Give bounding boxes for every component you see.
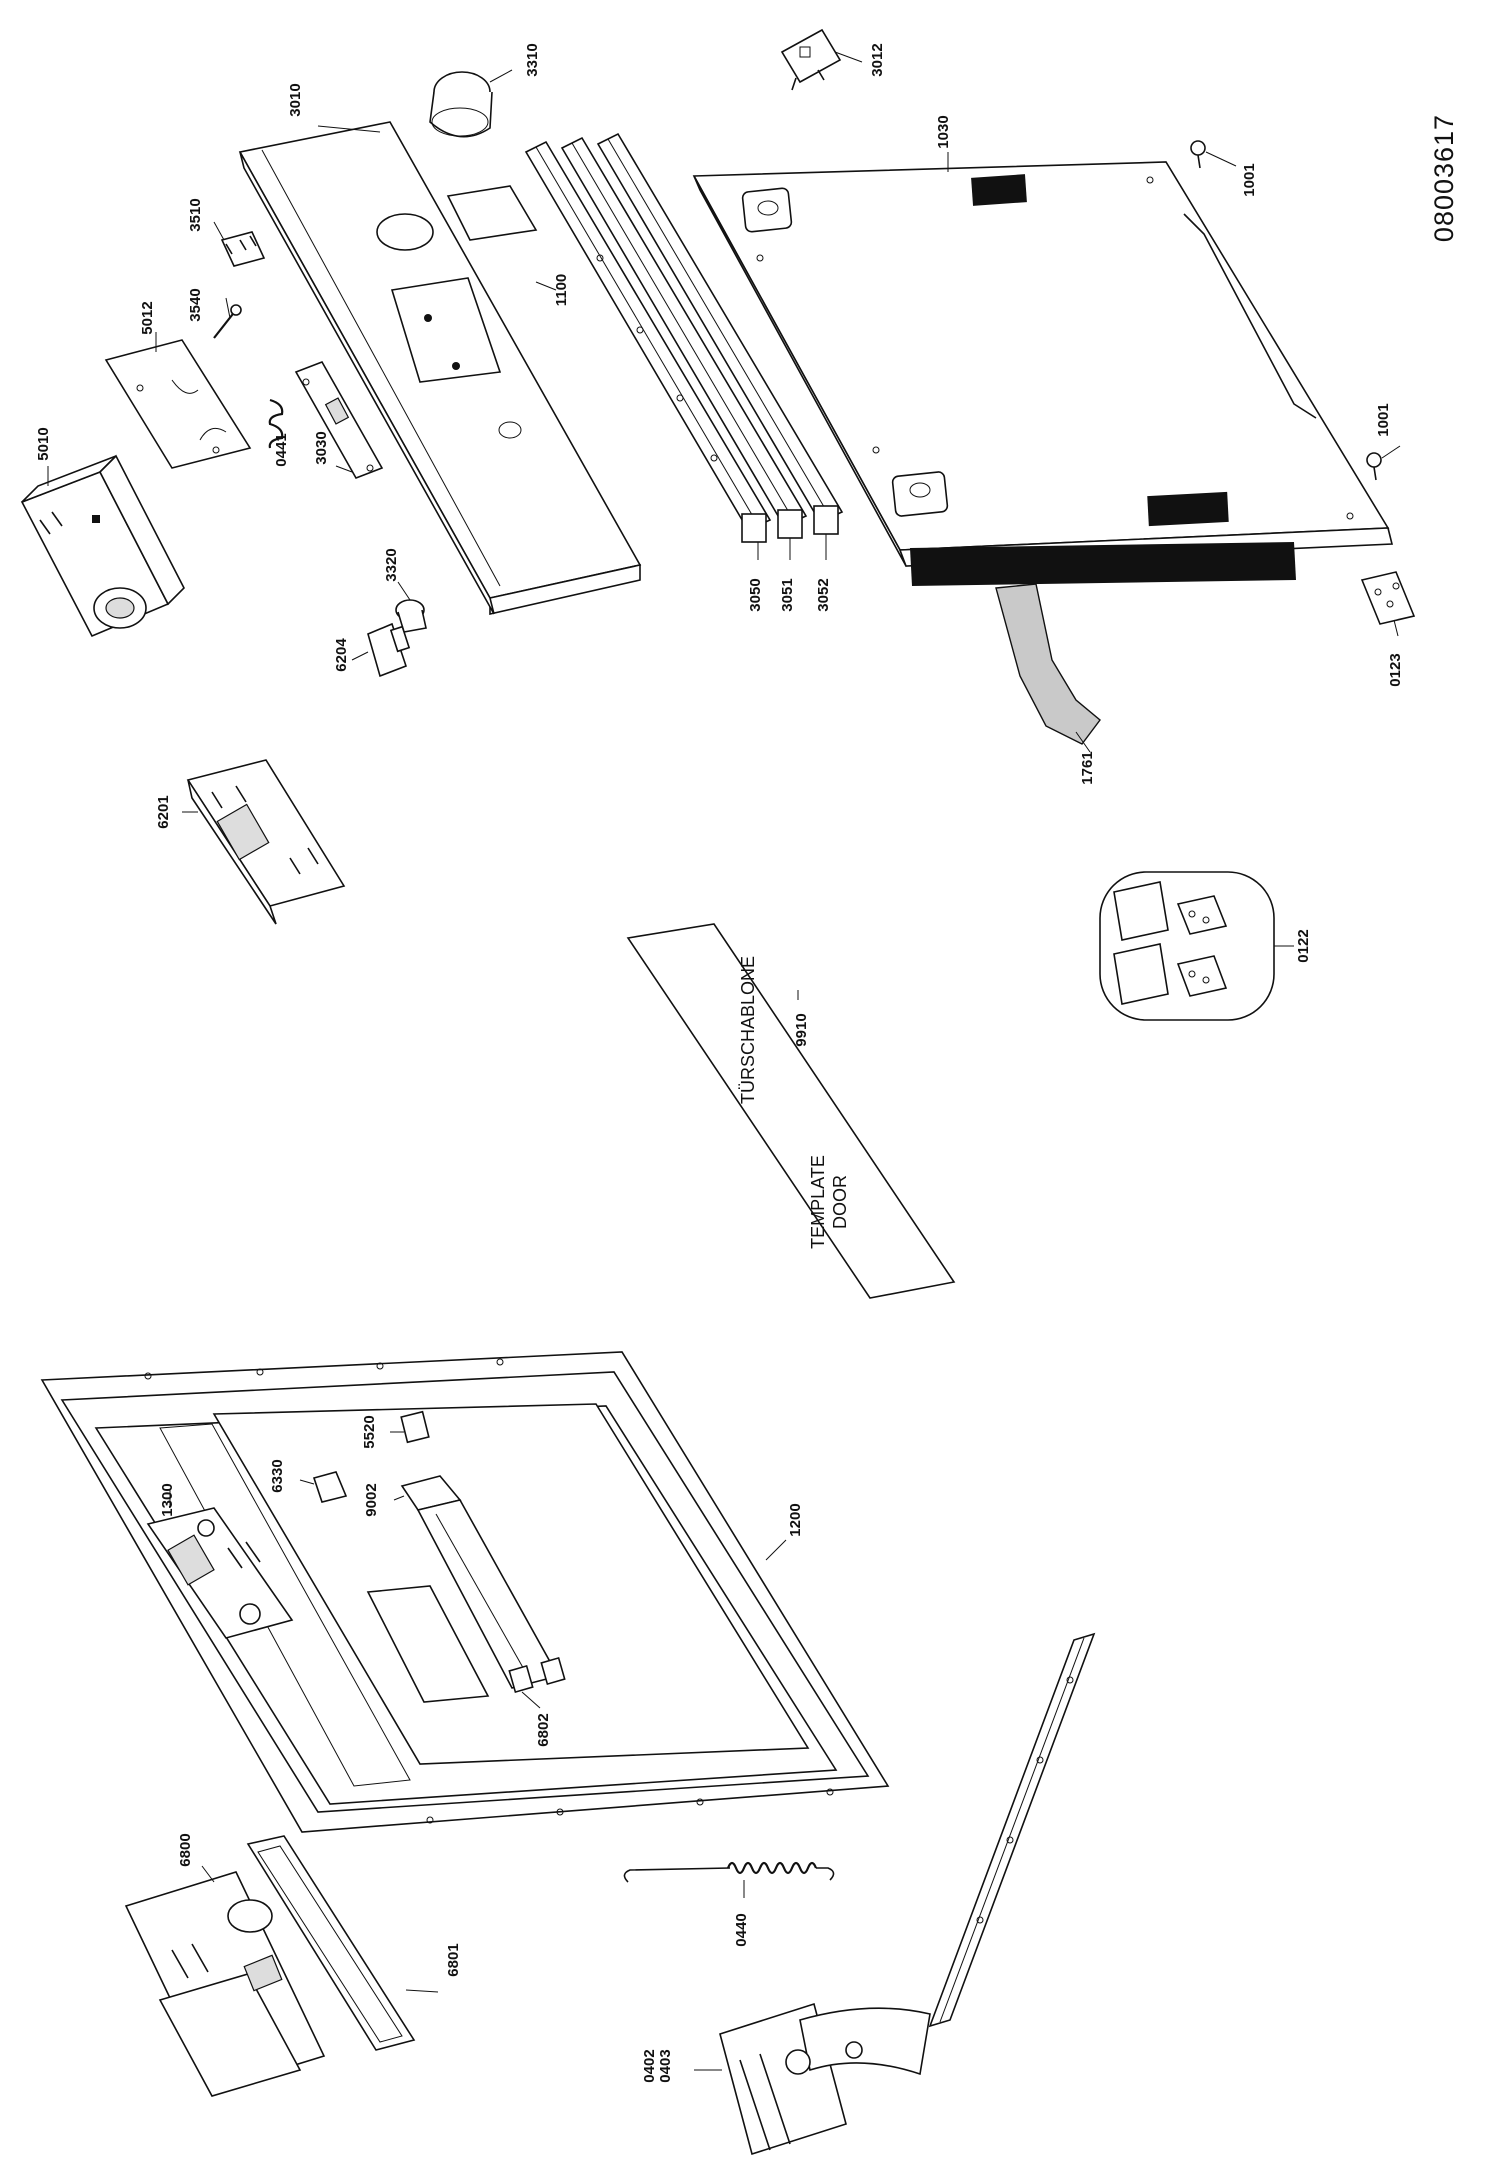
label-0440: 0440 — [733, 1913, 750, 1946]
part-0441-spring — [268, 398, 284, 449]
template-label-de: TÜRSCHABLONE — [738, 956, 758, 1104]
label-6330: 6330 — [269, 1459, 286, 1492]
label-3050: 3050 — [747, 578, 764, 611]
part-3050-3052-rails — [524, 132, 844, 560]
label-5012: 5012 — [139, 301, 156, 334]
label-1001-top: 1001 — [1241, 163, 1258, 196]
document-id: 08003617 — [1429, 114, 1459, 242]
part-3510-switch — [213, 221, 266, 267]
label-6801: 6801 — [445, 1943, 462, 1976]
part-9002-bracket — [393, 1475, 566, 1709]
label-3012: 3012 — [869, 43, 886, 76]
part-0402-0403-hinge — [694, 1632, 1096, 2156]
part-0440-spring — [623, 1861, 835, 1898]
part-3540-pin — [213, 297, 242, 339]
part-1001-screw-bottom — [1366, 445, 1401, 481]
part-3012-bracket — [780, 28, 863, 91]
part-6801-gasket — [246, 1835, 439, 2051]
part-1300-dispenser — [146, 1490, 294, 1639]
part-1761-foam-strip — [995, 583, 1101, 753]
part-3010-control-panel — [238, 121, 642, 616]
template-label-en-2: DOOR — [830, 1175, 850, 1229]
part-6204-lens — [351, 622, 411, 678]
part-6201-module — [182, 759, 346, 925]
label-1030: 1030 — [935, 115, 952, 148]
label-0402: 0402 — [641, 2049, 658, 2082]
label-6201: 6201 — [155, 795, 172, 828]
label-1001-bottom: 1001 — [1375, 403, 1392, 436]
part-3310-knob — [429, 69, 513, 138]
label-1761: 1761 — [1079, 751, 1096, 784]
part-5010-motor — [20, 454, 185, 638]
label-0122: 0122 — [1295, 929, 1312, 962]
label-3052: 3052 — [815, 578, 832, 611]
part-3320-button — [395, 581, 427, 633]
label-3310: 3310 — [524, 43, 541, 76]
label-3510: 3510 — [187, 198, 204, 231]
label-6204: 6204 — [333, 638, 350, 672]
part-0122-hinge-set — [1099, 871, 1294, 1021]
label-0441: 0441 — [273, 433, 290, 466]
label-3051: 3051 — [779, 578, 796, 611]
part-9910-door-template — [626, 923, 956, 1299]
label-0403: 0403 — [657, 2049, 674, 2082]
part-6800-door-lock — [124, 1865, 326, 2097]
label-6800: 6800 — [177, 1833, 194, 1866]
label-9002: 9002 — [363, 1483, 380, 1516]
label-3030: 3030 — [313, 431, 330, 464]
label-1200: 1200 — [787, 1503, 804, 1536]
part-5520-clip — [390, 1410, 430, 1444]
label-1300: 1300 — [159, 1483, 176, 1516]
label-1100: 1100 — [553, 274, 570, 307]
label-3540: 3540 — [187, 288, 204, 321]
part-6330-sensor — [299, 1471, 348, 1503]
label-3320: 3320 — [383, 548, 400, 581]
part-1001-screw-top — [1190, 140, 1237, 169]
part-1030-door-panel — [692, 152, 1394, 586]
label-3010: 3010 — [287, 83, 304, 116]
part-5012-plate — [104, 332, 252, 469]
label-0123: 0123 — [1387, 653, 1404, 686]
label-5010: 5010 — [35, 427, 52, 460]
part-0123-hinge-plate — [1360, 571, 1416, 637]
part-3030-catch — [294, 361, 384, 479]
label-9910: 9910 — [793, 1013, 810, 1046]
label-5520: 5520 — [361, 1415, 378, 1448]
label-6802: 6802 — [535, 1713, 552, 1746]
template-label-en-1: TEMPLATE — [808, 1155, 828, 1249]
